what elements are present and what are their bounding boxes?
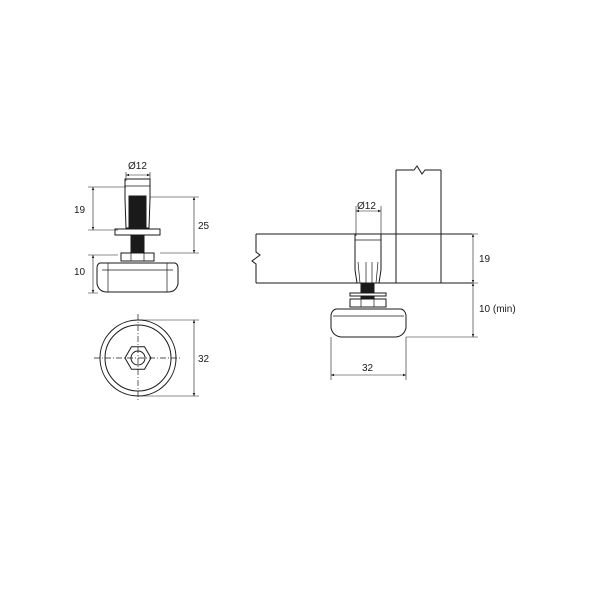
installed-base-label: 32 (362, 363, 374, 374)
front-dia-label: Ø12 (128, 161, 147, 172)
thread-insert (128, 195, 147, 231)
top-dia-label: 32 (198, 354, 210, 365)
hex-nut (120, 252, 155, 262)
installed-view (251, 165, 472, 338)
front-base-label: 10 (74, 267, 86, 278)
panel-break-left (251, 234, 261, 283)
front-view-dimensions: Ø12 19 25 10 (74, 161, 210, 294)
threaded-rod (130, 234, 145, 254)
vertical-panel-break (396, 165, 441, 175)
installed-min-label: 10 (min) (479, 304, 516, 315)
installed-nut (349, 298, 387, 308)
installed-dia-label: Ø12 (357, 201, 376, 212)
installed-h-label: 19 (479, 254, 491, 265)
installed-base-pad (330, 308, 407, 338)
installed-view-dimensions: Ø12 19 10 (min) 32 (330, 201, 516, 380)
top-view-dimensions: 32 (138, 319, 210, 397)
front-total-label: 25 (198, 221, 210, 232)
installed-sleeve (354, 233, 382, 284)
front-view (96, 178, 179, 293)
base-pad (96, 262, 179, 293)
installed-rod-lower (360, 295, 375, 300)
installed-rod (360, 282, 375, 294)
top-view (94, 314, 182, 402)
flange (114, 228, 161, 236)
front-h-label: 19 (74, 205, 86, 216)
